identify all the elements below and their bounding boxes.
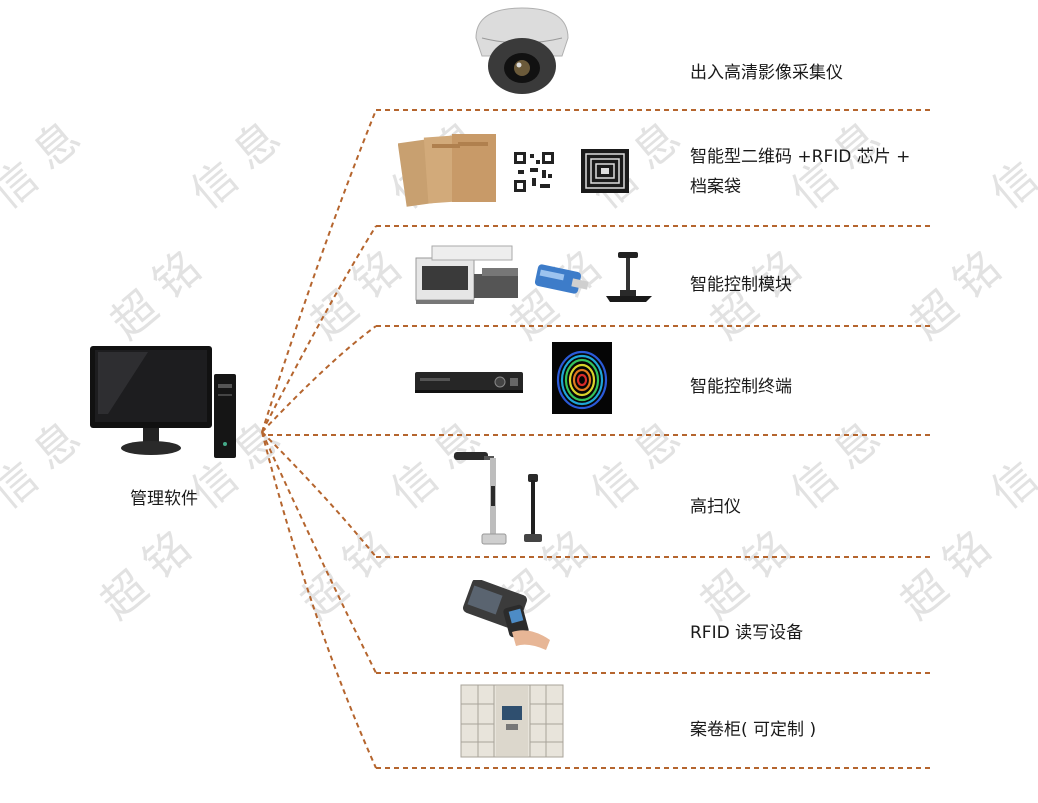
connector-line [261, 431, 377, 558]
hub-label: 管理软件 [130, 489, 198, 509]
usb-reader-icon [534, 264, 589, 294]
item-label-camera: 出入高清影像采集仪 [690, 63, 843, 83]
connector-line [261, 325, 377, 433]
item-label-control-module: 智能控制模块 [690, 275, 792, 295]
connector-line [261, 225, 377, 433]
item-label-file-cabinet: 案卷柜( 可定制 ) [690, 720, 817, 740]
connector-line [261, 109, 377, 433]
dome-camera-icon [475, 7, 569, 94]
rfid-chip-icon [581, 149, 629, 193]
item-label-rfid-bag-line1: 智能型二维码 +RFID 芯片 + [690, 147, 911, 167]
item-label-control-terminal: 智能控制终端 [690, 377, 792, 397]
item-label-rfid-reader: RFID 读写设备 [690, 623, 804, 643]
rfid-reader-icon [463, 580, 550, 650]
control-terminal-icon [415, 372, 523, 393]
file-bag-icon [398, 134, 496, 207]
connector-line [261, 431, 377, 674]
file-cabinet-icon [460, 684, 564, 758]
qr-code-icon [512, 150, 556, 194]
copier-icon [415, 245, 518, 304]
item-label-high-scanner: 高扫仪 [690, 497, 741, 517]
computer-monitor-icon [90, 346, 236, 458]
document-camera-icon [606, 252, 652, 302]
item-label-rfid-bag: 智能型二维码 +RFID 芯片 + 档案袋 [690, 142, 910, 202]
connector-line [261, 431, 377, 769]
item-label-rfid-bag-line2: 档案袋 [690, 177, 741, 197]
high-scanner-icon [454, 452, 542, 545]
fingerprint-icon [552, 342, 612, 414]
